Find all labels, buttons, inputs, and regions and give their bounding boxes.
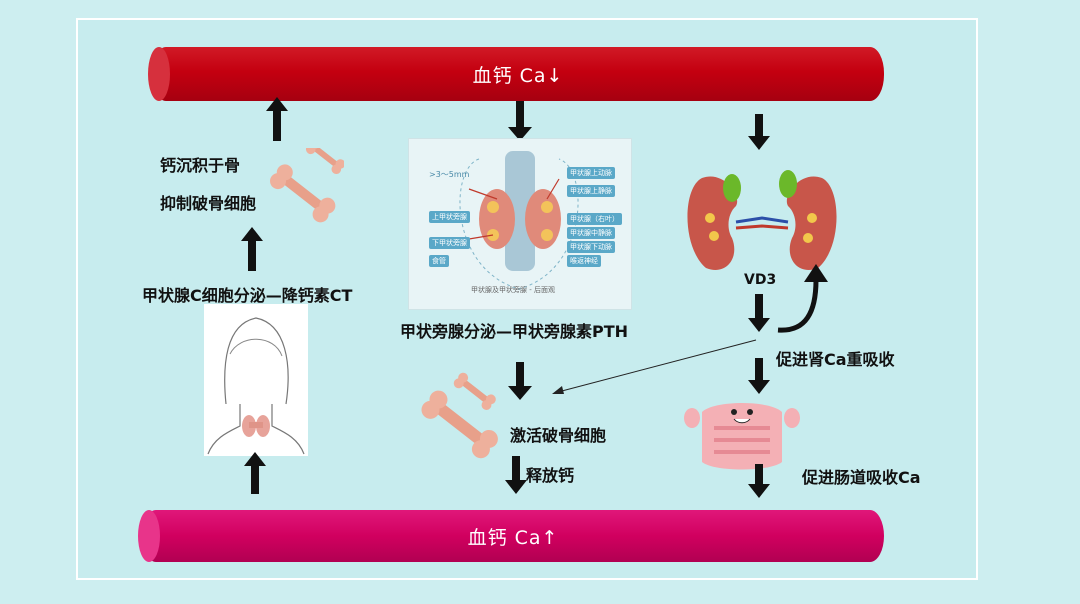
inhibit-osteoclast-label: 抑制破骨细胞 xyxy=(160,194,257,213)
anatomy-right-tag-3: 甲状腺（右叶） xyxy=(567,213,622,225)
bone-icon xyxy=(421,372,498,459)
down-arrow-icon xyxy=(748,464,770,498)
anatomy-right-tag-2: 甲状腺上静脉 xyxy=(567,185,615,197)
thyroid-head-image xyxy=(204,304,308,456)
down-arrow-icon xyxy=(508,101,532,141)
down-arrow-icon xyxy=(508,362,532,400)
anatomy-right-tag-4: 甲状腺中静脉 xyxy=(567,227,615,239)
blood-calcium-low-label: 血钙 Ca↓ xyxy=(472,64,564,87)
down-arrow-icon xyxy=(505,456,527,494)
intestine-image xyxy=(684,403,800,470)
vd3-label: VD3 xyxy=(744,272,777,288)
blood-calcium-low-bar: 血钙 Ca↓ xyxy=(148,47,884,101)
parathyroid-anatomy-image: >3～5mm 上甲状旁腺 下甲状旁腺 食管 甲状腺上动脉 甲状腺上静脉 甲状腺（… xyxy=(408,138,632,310)
release-calcium-label: 释放钙 xyxy=(526,466,575,485)
pth-secretion-label: 甲状旁腺分泌—甲状旁腺素PTH xyxy=(400,322,629,341)
anatomy-left-tag-3: 食管 xyxy=(429,255,449,267)
up-arrow-icon xyxy=(241,227,263,271)
blood-calcium-high-bar: 血钙 Ca↑ xyxy=(138,510,884,562)
bar-end-cap xyxy=(148,47,170,101)
down-arrow-icon xyxy=(748,114,770,150)
down-arrow-icon xyxy=(748,358,770,394)
up-arrow-icon xyxy=(266,97,288,141)
kidney-reabsorption-label: 促进肾Ca重吸收 xyxy=(776,350,895,369)
kidneys-image xyxy=(687,170,837,270)
curved-arrow-icon xyxy=(777,264,828,333)
calcitonin-secretion-label: 甲状腺C细胞分泌—降钙素CT xyxy=(142,286,353,305)
anatomy-right-tag-1: 甲状腺上动脉 xyxy=(567,167,615,179)
anatomy-right-tag-6: 喉返神经 xyxy=(567,255,601,267)
anatomy-caption: 甲状腺及甲状旁腺 - 后面观 xyxy=(471,286,555,294)
bone-icon xyxy=(270,148,344,223)
blood-calcium-high-label: 血钙 Ca↑ xyxy=(467,526,559,549)
calcium-deposit-label: 钙沉积于骨 xyxy=(160,156,241,175)
anatomy-right-tag-5: 甲状腺下动脉 xyxy=(567,241,615,253)
size-label: >3～5mm xyxy=(429,170,470,179)
anatomy-left-tag-2: 下甲状旁腺 xyxy=(429,237,470,249)
anatomy-left-tag-1: 上甲状旁腺 xyxy=(429,211,470,223)
up-arrow-icon xyxy=(244,452,266,494)
down-arrow-icon xyxy=(748,294,770,332)
activate-osteoclast-label: 激活破骨细胞 xyxy=(510,426,607,445)
bar-end-cap xyxy=(138,510,160,562)
thin-arrow-icon xyxy=(552,339,757,394)
intestinal-absorption-label: 促进肠道吸收Ca xyxy=(802,468,921,487)
